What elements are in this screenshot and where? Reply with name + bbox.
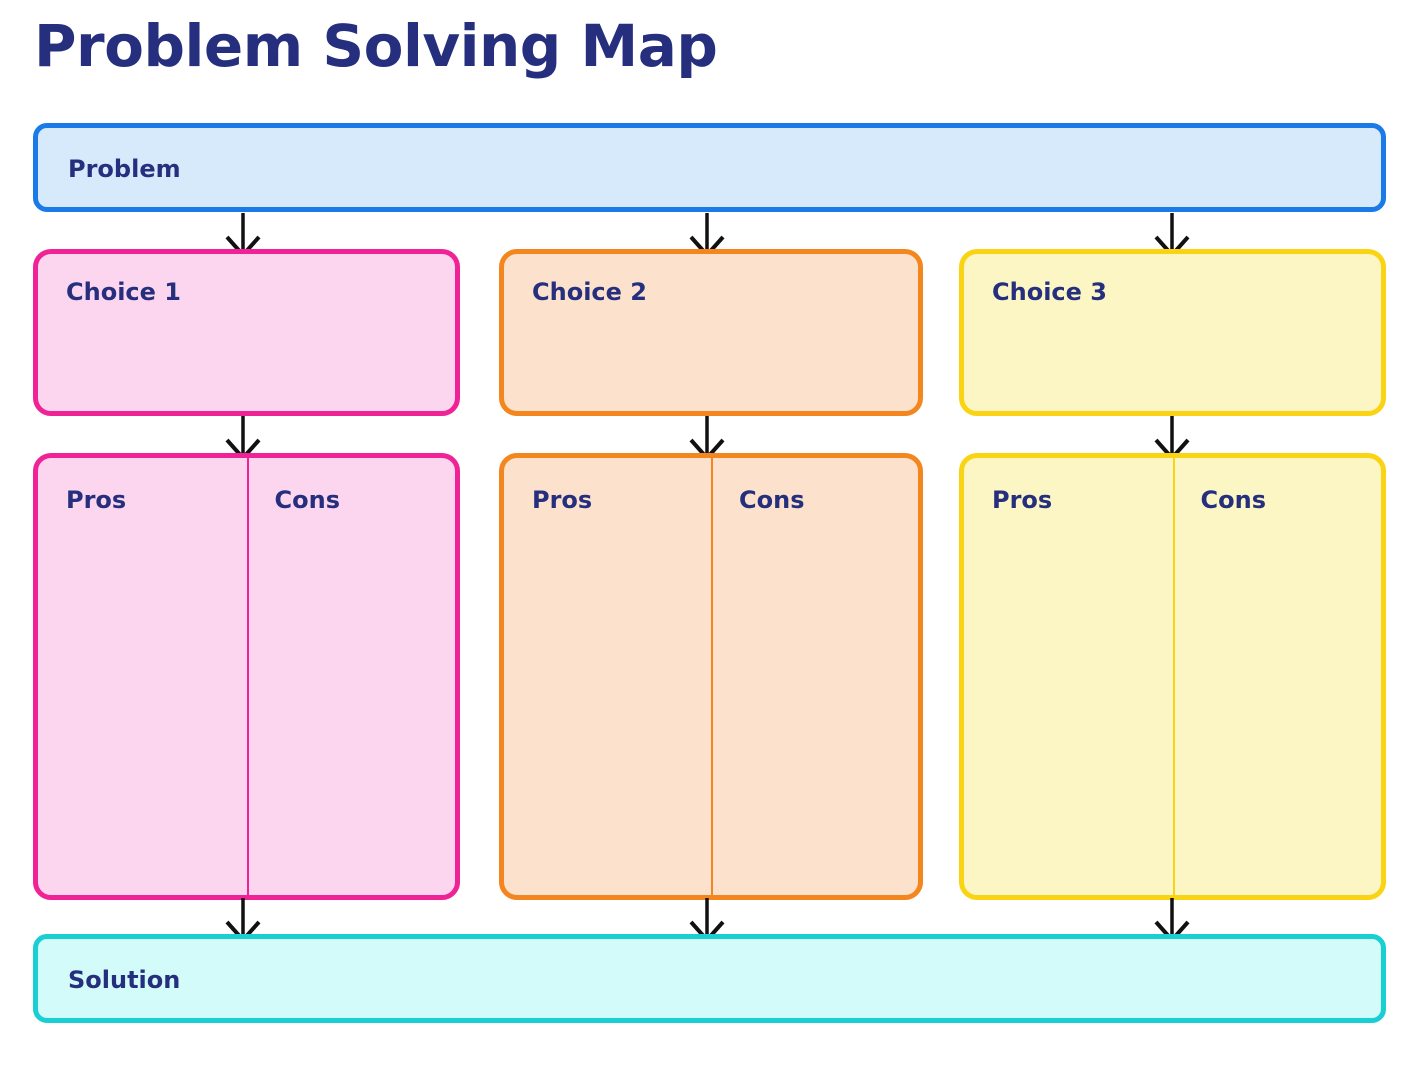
- cons-label-2: Cons: [739, 486, 805, 514]
- choice-label-2: Choice 2: [532, 278, 647, 306]
- cons-label-3: Cons: [1200, 486, 1266, 514]
- cons-label-1: Cons: [274, 486, 340, 514]
- solution-box[interactable]: Solution: [33, 934, 1386, 1023]
- choice-label-1: Choice 1: [66, 278, 181, 306]
- choice-box-2[interactable]: Choice 2: [499, 249, 923, 416]
- pros-label-3: Pros: [992, 486, 1053, 514]
- pros-cons-box-3[interactable]: Pros Cons: [959, 453, 1386, 900]
- page-title: Problem Solving Map: [34, 12, 718, 80]
- solution-label: Solution: [68, 966, 181, 994]
- pros-cons-divider-2: [711, 458, 713, 895]
- problem-box[interactable]: Problem: [33, 123, 1386, 212]
- choice-label-3: Choice 3: [992, 278, 1107, 306]
- pros-cons-divider-3: [1172, 458, 1175, 895]
- pros-cons-box-2[interactable]: Pros Cons: [499, 453, 923, 900]
- problem-label: Problem: [68, 155, 181, 183]
- pros-cons-divider-1: [246, 458, 249, 895]
- choice-box-1[interactable]: Choice 1: [33, 249, 460, 416]
- choice-box-3[interactable]: Choice 3: [959, 249, 1386, 416]
- pros-label-1: Pros: [66, 486, 127, 514]
- pros-cons-box-1[interactable]: Pros Cons: [33, 453, 460, 900]
- pros-label-2: Pros: [532, 486, 593, 514]
